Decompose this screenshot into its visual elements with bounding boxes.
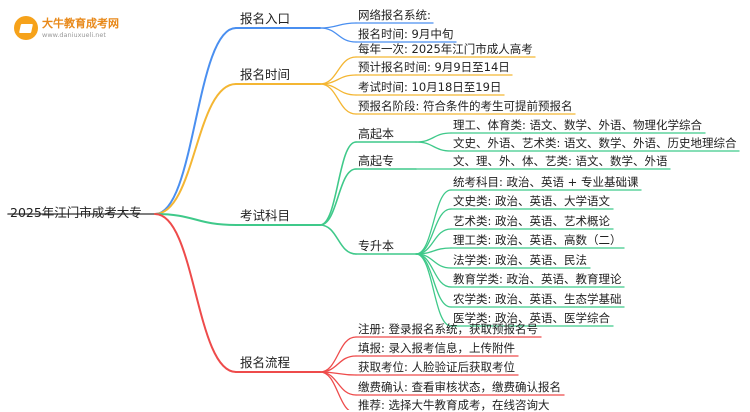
leaf-node: 获取考位: 人脸验证后获取考位 [358,360,516,374]
leaf-node: 文史、外语、艺术类: 语文、数学、外语、历史地理综合 [453,136,737,150]
sub-connector [319,224,357,255]
leaf-node: 统考科目: 政治、英语 + 专业基础课 [453,175,639,189]
leaf-node: 理工类: 政治、英语、高数（二） [453,233,622,247]
leaf-node: 艺术类: 政治、英语、艺术概论 [453,214,611,228]
leaf-node: 法学类: 政治、英语、民法 [453,253,588,267]
leaf-connector [415,253,452,327]
branch-connector [154,213,237,373]
branch-connector [154,83,237,215]
sub-connector [319,141,357,226]
branch-connector [154,27,237,215]
leaf-node: 填报: 录入报考信息，上传附件 [358,341,516,355]
branch-registration-entry: 报名入口 [240,11,291,26]
leaf-node: 预计报名时间: 9月9日至14日 [358,60,510,74]
logo-url: www.daniuxueli.net [42,31,106,39]
leaf-connector [319,27,357,43]
leaf-node: 文、理、外、体、艺类: 语文、数学、外语 [453,154,668,168]
site-logo: 大牛教育成考网 www.daniuxueli.net [14,12,126,46]
leaf-node: 推荐: 选择大牛教育成考，在线咨询大 [358,398,550,412]
sub-branch-gaoqizhuan: 高起专 [358,154,395,168]
leaf-connector [319,83,357,115]
root-node: 2025年江门市成考大专 [10,205,142,220]
leaf-node: 预报名阶段: 符合条件的考生可提前预报名 [358,99,573,113]
leaf-node: 医学类: 政治、英语、医学综合 [453,311,611,325]
leaf-node: 每年一次: 2025年江门市成人高考 [358,42,533,56]
leaf-connector [415,141,452,152]
leaf-connector [319,371,350,410]
branch-registration-process: 报名流程 [240,355,291,370]
leaf-node: 文史类: 政治、英语、大学语文 [453,194,611,208]
leaf-connector [319,355,357,373]
leaf-node: 教育学类: 政治、英语、教育理论 [453,272,622,286]
leaf-node: 报名时间: 9月中旬 [358,27,454,41]
branch-exam-subjects: 考试科目 [240,208,291,223]
leaf-node: 考试时间: 10月18日至19日 [358,80,502,94]
leaf-connector [415,132,452,143]
sub-branch-gaoqiben: 高起本 [358,127,395,141]
branch-connector [154,213,237,226]
leaf-connector [319,336,357,373]
leaf-node: 理工、体育类: 语文、数学、外语、物理化学综合 [453,118,703,132]
book-icon [14,16,38,40]
leaf-node: 缴费确认: 查看审核状态，缴费确认报名 [358,380,562,394]
leaf-node: 农学类: 政治、英语、生态学基础 [453,292,622,306]
leaf-connector [415,208,452,255]
leaf-connector [415,189,452,255]
leaf-node: 注册: 登录报名系统，获取预报名号 [358,322,539,336]
leaf-connector [319,22,357,29]
branch-registration-time: 报名时间 [240,67,291,82]
sub-connector [319,168,357,226]
logo-name: 大牛教育成考网 [42,17,119,30]
leaf-node: 网络报名系统: [358,8,431,22]
leaf-connector [415,253,452,308]
sub-branch-zhuanshengben: 专升本 [358,239,395,253]
